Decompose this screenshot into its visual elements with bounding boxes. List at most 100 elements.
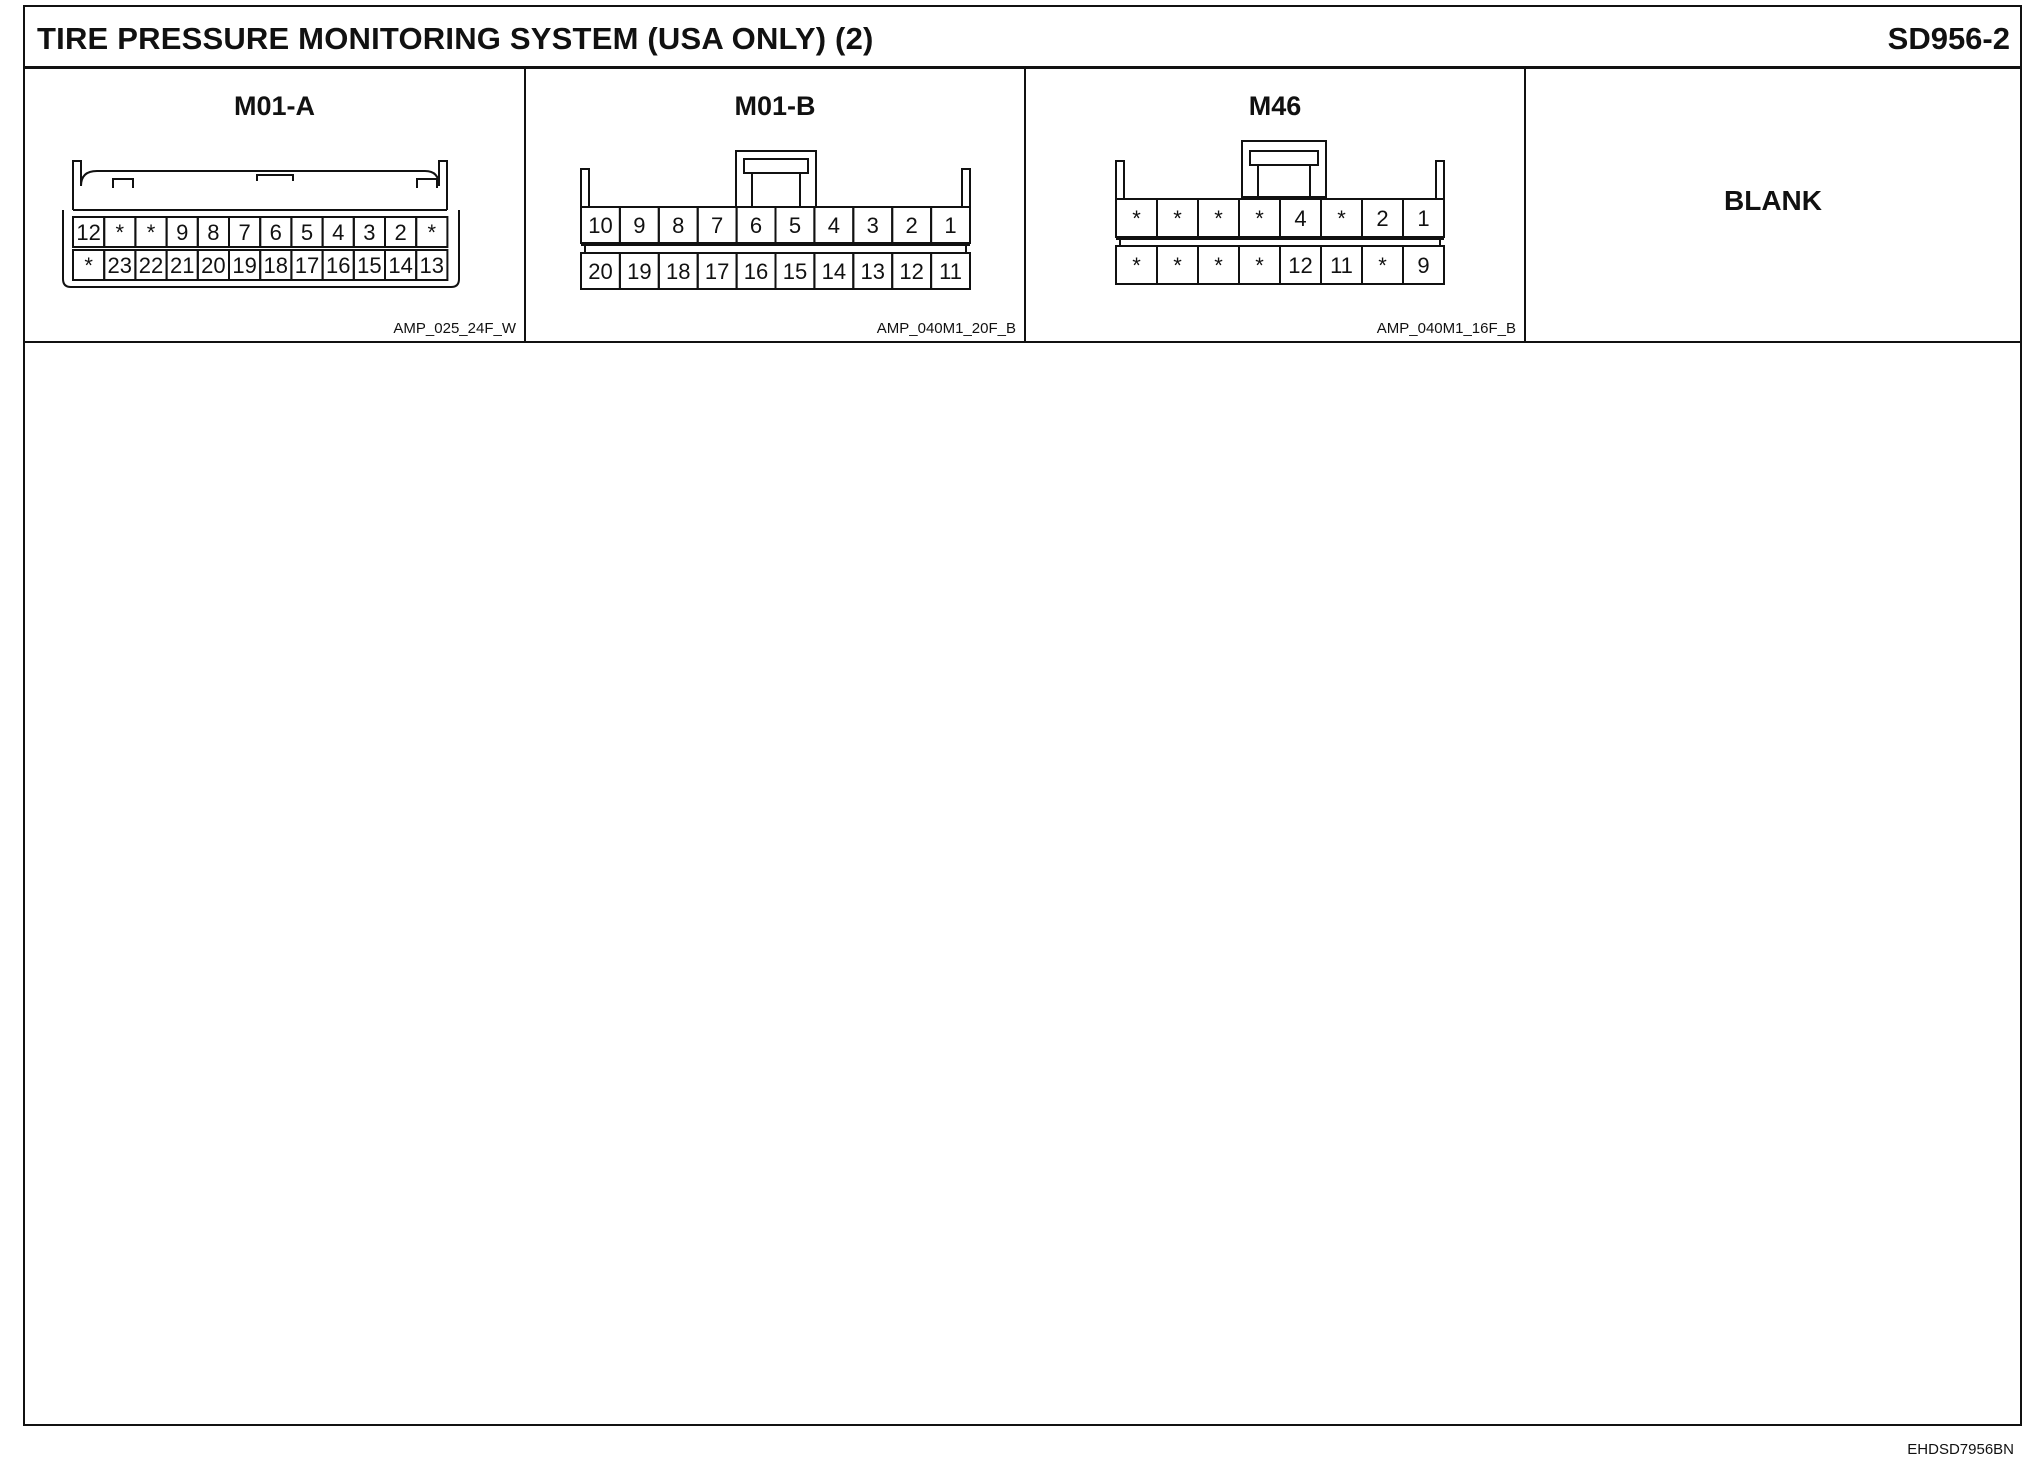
pin-cell: * — [1197, 198, 1240, 238]
pin-cell: * — [134, 216, 168, 248]
pin-cell: * — [1115, 245, 1158, 285]
pin-number: 6 — [270, 220, 282, 245]
pin-number: * — [428, 220, 437, 245]
pin-cell: * — [103, 216, 137, 248]
pin-number: 1 — [1417, 206, 1429, 231]
connector-post-right — [961, 168, 971, 208]
pin-cell: 9 — [165, 216, 199, 248]
pin-number: 5 — [789, 213, 801, 238]
pin-cell: * — [1320, 198, 1363, 238]
pin-number: 9 — [1417, 253, 1429, 278]
pin-cell: 16 — [321, 249, 355, 281]
pin-cell: 17 — [290, 249, 324, 281]
connector-post-left — [580, 168, 590, 208]
page-title: TIRE PRESSURE MONITORING SYSTEM (USA ONL… — [37, 21, 874, 56]
pin-number: 7 — [238, 220, 250, 245]
pin-cell: * — [1156, 245, 1199, 285]
pin-number: 8 — [672, 213, 684, 238]
pin-cell: * — [1197, 245, 1240, 285]
pin-cell: 11 — [930, 252, 972, 290]
pin-number: 6 — [750, 213, 762, 238]
pin-box — [1402, 198, 1445, 238]
pin-cell: 7 — [228, 216, 262, 248]
pin-cell: 1 — [930, 206, 972, 244]
section-code: SD956-2 — [1887, 21, 2010, 56]
pin-cell: 8 — [657, 206, 699, 244]
pin-cell: 11 — [1320, 245, 1363, 285]
pin-number: 3 — [867, 213, 879, 238]
pin-cell: 4 — [1279, 198, 1322, 238]
pin-number: * — [1337, 206, 1346, 231]
pin-number: * — [1173, 206, 1182, 231]
pin-cell: 14 — [384, 249, 418, 281]
pin-cell: 18 — [259, 249, 293, 281]
pin-cell: 9 — [618, 206, 660, 244]
pin-cell: 15 — [774, 252, 816, 290]
connector-name: M01-B — [734, 91, 816, 121]
pin-cell: 13 — [852, 252, 894, 290]
connector-name: M01-A — [233, 91, 315, 121]
pin-number: 12 — [76, 220, 100, 245]
pin-cell: * — [1115, 198, 1158, 238]
pin-box — [1402, 245, 1445, 285]
connector-part-code: AMP_025_24F_W — [393, 320, 516, 337]
pin-cell: 6 — [259, 216, 293, 248]
pin-cell: 12 — [72, 216, 106, 248]
blank-panel: BLANK — [1526, 69, 2020, 341]
pin-number: * — [116, 220, 125, 245]
pin-number: 16 — [326, 253, 350, 278]
diagram-area — [25, 343, 2020, 1424]
pin-cell: 15 — [352, 249, 386, 281]
connector-body — [62, 210, 460, 288]
pin-number: * — [1255, 206, 1264, 231]
pin-number: 9 — [176, 220, 188, 245]
pin-box — [415, 216, 449, 248]
pin-cell: 12 — [1279, 245, 1322, 285]
pin-number: * — [1214, 253, 1223, 278]
pin-cell: 18 — [657, 252, 699, 290]
pin-cell: 23 — [103, 249, 137, 281]
pin-number: 9 — [633, 213, 645, 238]
pin-number: 20 — [201, 253, 225, 278]
pin-number: 15 — [357, 253, 381, 278]
pin-number: 10 — [588, 213, 612, 238]
connector-name: M46 — [1248, 91, 1302, 121]
pin-number: 7 — [711, 213, 723, 238]
pin-cell: * — [1361, 245, 1404, 285]
pin-cell: 13 — [415, 249, 449, 281]
pin-cell: 3 — [852, 206, 894, 244]
pin-cell: * — [1238, 198, 1281, 238]
pin-cell: 10 — [580, 206, 621, 244]
pin-cell: 19 — [228, 249, 262, 281]
pin-number: * — [1378, 253, 1387, 278]
pin-box — [930, 206, 972, 244]
pin-number: 13 — [420, 253, 444, 278]
pin-cell: 5 — [290, 216, 324, 248]
pin-number: * — [1132, 206, 1141, 231]
pin-number: * — [147, 220, 156, 245]
pin-number: 18 — [264, 253, 288, 278]
pin-cell: 2 — [891, 206, 933, 244]
pin-cell: 8 — [196, 216, 231, 248]
pin-cell: 21 — [165, 249, 199, 281]
pin-cell: 1 — [1402, 198, 1445, 238]
pin-number: 22 — [139, 253, 163, 278]
pin-cell: * — [72, 249, 106, 281]
connector-post-right — [1435, 160, 1445, 200]
pin-box — [930, 252, 972, 290]
pin-number: 12 — [899, 259, 923, 284]
pin-cell: * — [1156, 198, 1199, 238]
sheet-header: TIRE PRESSURE MONITORING SYSTEM (USA ONL… — [25, 7, 2020, 69]
pin-number: 13 — [861, 259, 885, 284]
pin-number: 14 — [822, 259, 846, 284]
pin-number: 19 — [627, 259, 651, 284]
